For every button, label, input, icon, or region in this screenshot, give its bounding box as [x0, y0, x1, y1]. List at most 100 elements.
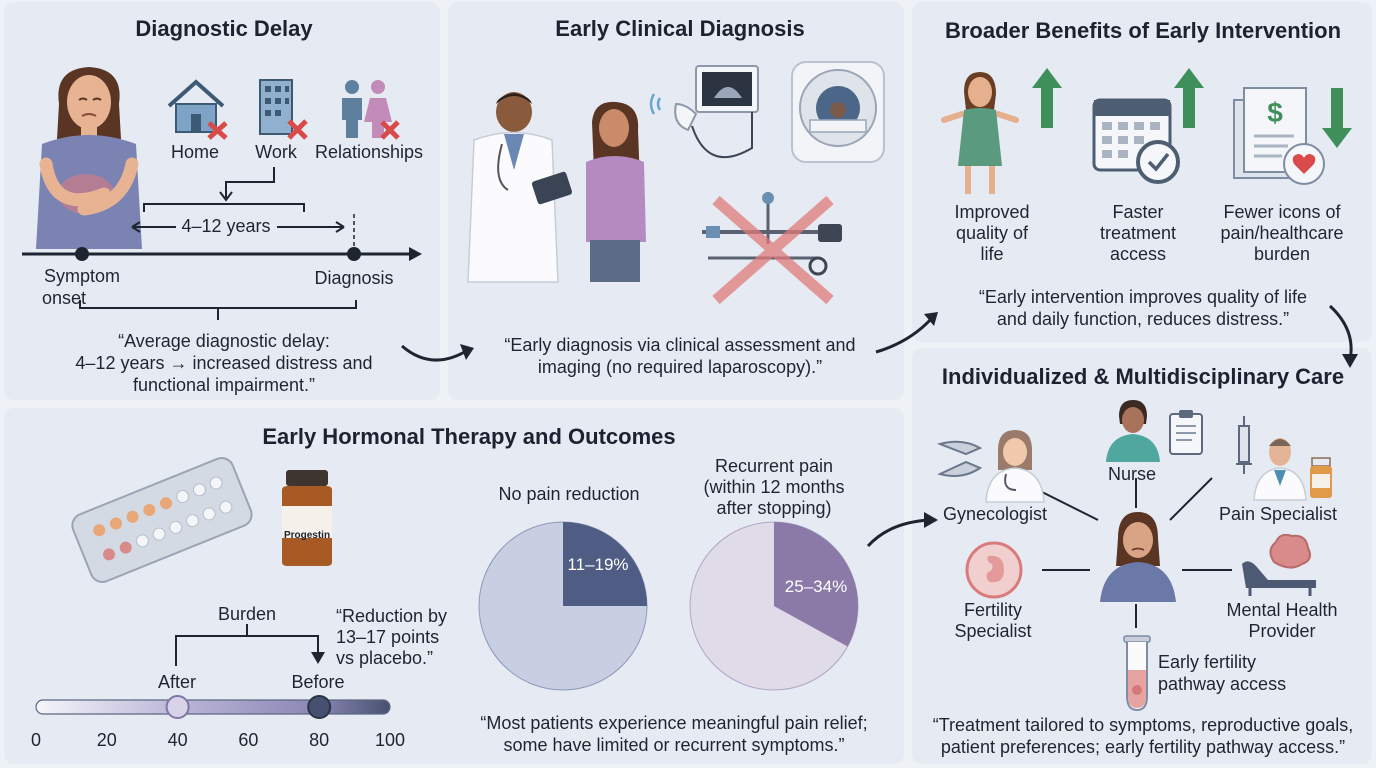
benefit-3-line-2: pain/healthcare [1220, 223, 1344, 243]
central-patient-icon [1100, 512, 1176, 602]
progestin-label: Progestin [283, 530, 331, 541]
burden-quote-line-1: “Reduction by [336, 606, 448, 626]
couple-icon [342, 80, 400, 140]
care-title: Individualized & Multidisciplinary Care [941, 364, 1345, 389]
burden-scale-tick-label: 20 [96, 730, 117, 750]
care-quote-line-2: patient preferences; early fertility pat… [940, 737, 1346, 757]
nurse-label: Nurse [1107, 464, 1156, 484]
pain-specialist-icon [1253, 438, 1307, 501]
flow-arrow-benefits-to-care [1328, 304, 1353, 361]
mental-health-label-2: Provider [1248, 621, 1316, 641]
progestin-bottle-icon [282, 470, 332, 566]
speculum-icon [936, 440, 983, 477]
calendar-clock-icon [1092, 98, 1180, 184]
syringe-icon [1236, 416, 1252, 474]
benefit-1-line-1: Improved [954, 202, 1030, 222]
delay-range-label: 4–12 years [181, 216, 271, 236]
bill-heart-icon: $ [1233, 87, 1325, 185]
burden-scale-tick-label: 60 [238, 730, 259, 750]
outcome-pies: 11–19% 25–34% [478, 521, 859, 691]
delay-bracket [22, 167, 422, 320]
burden-scale-tick-label: 80 [309, 730, 330, 750]
laparoscopy-tools-crossed-icon [702, 192, 842, 305]
benefit-2-line-1: Faster [1112, 202, 1164, 222]
burden-bracket [175, 624, 325, 666]
benefit-1-line-3: life [980, 244, 1004, 264]
care-connectors [1029, 477, 1232, 628]
care-panel: Individualized & Multidisciplinary Care … [912, 348, 1372, 764]
pain-specialist-label: Pain Specialist [1218, 504, 1338, 524]
diagnostic-delay-title: Diagnostic Delay [135, 16, 313, 41]
burden-quote-line-3: vs placebo.” [336, 648, 434, 668]
fertility-specialist-label-1: Fertility [964, 600, 1022, 620]
pie-recurrent-title-3: after stopping) [716, 498, 832, 518]
burden-scale-tick-label: 40 [167, 730, 188, 750]
burden-scale [35, 695, 391, 719]
gynecologist-icon [985, 430, 1045, 503]
trend-down-arrow-icon [1322, 88, 1352, 148]
pie-recurrent-label: 25–34% [785, 577, 847, 596]
flow-arrow-early-to-benefits [875, 316, 934, 354]
hormonal-quote-line-1: “Most patients experience meaningful pai… [480, 713, 868, 733]
pie-no-reduction-title: No pain reduction [498, 484, 640, 504]
benefit-3-line-3: burden [1253, 244, 1311, 264]
fertility-specialist-label-2: Specialist [954, 621, 1032, 641]
trend-up-arrow-icon-2 [1174, 68, 1204, 128]
delay-quote-line-2: 4–12 years → increased distress and [75, 353, 373, 373]
therapy-couch-icon [1242, 561, 1316, 596]
pie-recurrent-title-1: Recurrent pain [714, 456, 834, 476]
early-quote-line-2: imaging (no required laparoscopy).” [537, 357, 823, 377]
benefit-3-line-1: Fewer icons of [1223, 202, 1341, 222]
symptom-onset-label-2: onset [41, 288, 87, 308]
after-marker [165, 695, 190, 719]
before-marker [307, 695, 332, 719]
home-icon [167, 79, 228, 140]
early-fertility-label-2: pathway access [1158, 674, 1287, 694]
burden-scale-track [35, 699, 391, 715]
mental-health-label-1: Mental Health [1226, 600, 1338, 620]
delay-quote-line-1: “Average diagnostic delay: [118, 331, 330, 351]
benefit-2-line-2: treatment [1099, 223, 1177, 243]
benefits-quote-line-2: and daily function, reduces distress.” [996, 309, 1290, 329]
patient-woman-icon [586, 101, 646, 282]
benefit-2-line-3: access [1109, 244, 1167, 264]
hormonal-therapy-title: Early Hormonal Therapy and Outcomes [262, 424, 676, 449]
early-fertility-label-1: Early fertility [1158, 652, 1257, 672]
mri-scanner-icon [791, 61, 885, 163]
pie-no-reduction-slice [563, 522, 647, 606]
brain-icon [1269, 533, 1311, 569]
symptom-onset-label-1: Symptom [43, 266, 121, 286]
ultrasound-machine-icon [649, 65, 759, 158]
svg-text:$: $ [1267, 97, 1283, 128]
clipboard-icon [1169, 410, 1203, 455]
nurse-icon [1106, 400, 1160, 462]
relationships-label: Relationships [314, 142, 424, 162]
benefits-panel: Broader Benefits of Early Intervention $ [912, 2, 1372, 342]
delay-quote-line-3: functional impairment.” [132, 375, 316, 395]
pie-recurrent-slice [774, 522, 858, 647]
before-label: Before [291, 672, 345, 692]
pie-recurrent-title-2: (within 12 months [703, 477, 845, 497]
pie-no-reduction-label: 11–19% [567, 555, 628, 574]
test-tube-icon [1123, 635, 1151, 712]
trend-up-arrow-icon [1032, 68, 1062, 128]
doctor-icon [467, 92, 559, 283]
medicine-bottle-icon [1310, 457, 1332, 498]
gynecologist-label: Gynecologist [942, 504, 1048, 524]
burden-quote-line-2: 13–17 points [336, 627, 440, 647]
smiling-woman-icon [941, 72, 1019, 194]
care-quote-line-1: “Treatment tailored to symptoms, reprodu… [932, 715, 1354, 735]
work-label: Work [255, 142, 297, 162]
fetus-embryo-icon [965, 541, 1023, 599]
after-label: After [157, 672, 196, 692]
woman-abdominal-pain-icon [36, 67, 142, 249]
early-quote-line-1: “Early diagnosis via clinical assessment… [504, 335, 856, 355]
hormonal-quote-line-2: some have limited or recurrent symptoms.… [503, 735, 845, 755]
pill-pack-icon [71, 457, 253, 583]
flow-arrow-hormonal-to-care [866, 518, 931, 548]
hormonal-therapy-panel: Early Hormonal Therapy and Outcomes Prog… [4, 408, 904, 764]
tablet-icon [531, 171, 573, 205]
diagnostic-delay-panel: Diagnostic Delay Home Work [4, 2, 440, 400]
benefits-title: Broader Benefits of Early Intervention [944, 18, 1342, 43]
